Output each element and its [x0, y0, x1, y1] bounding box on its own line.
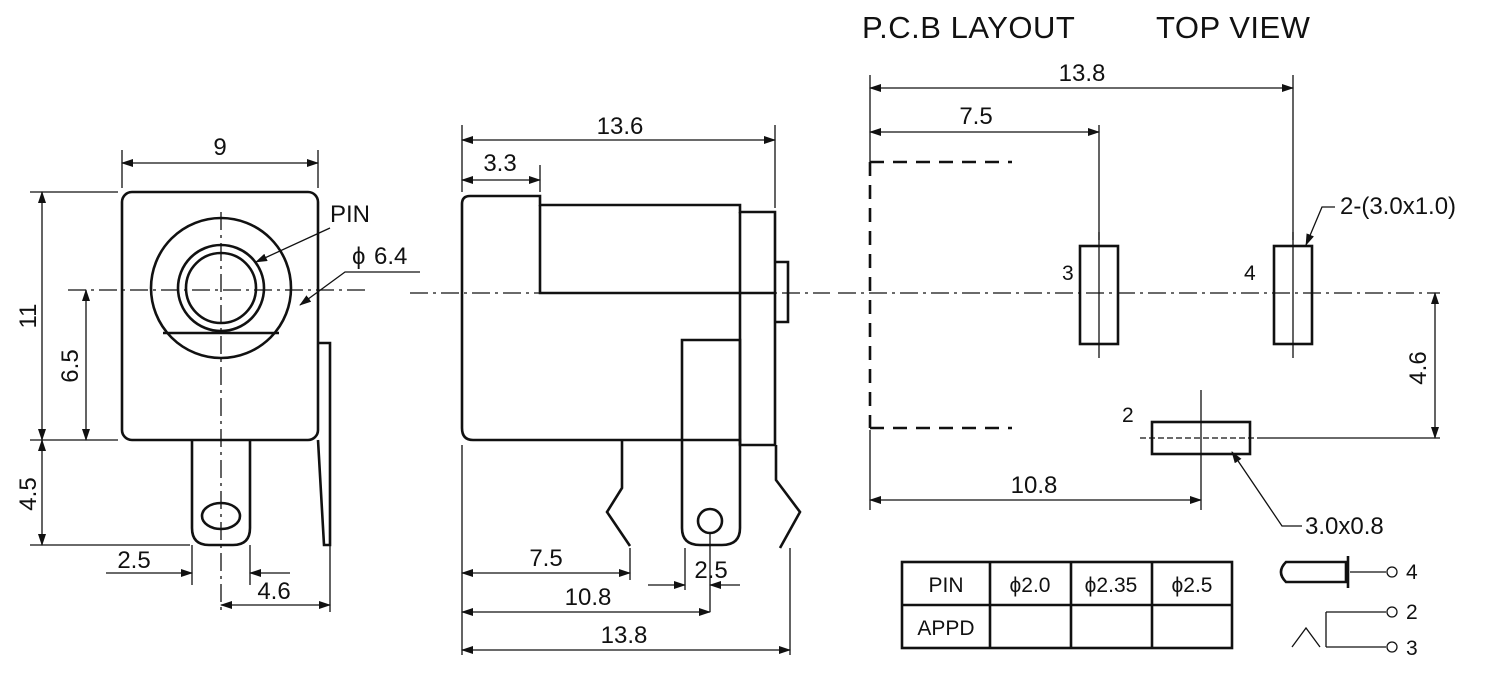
- front-body-outline: [120, 190, 320, 442]
- dim-7-5-pcb-text: 7.5: [959, 103, 992, 130]
- tab-hole: [200, 501, 242, 531]
- pad2-size-leader: [1231, 451, 1302, 527]
- pcb-layout-title: P.C.B LAYOUT: [862, 10, 1075, 45]
- table-cell: ϕ2.5: [1172, 574, 1213, 597]
- dim-10-8-side-text: 10.8: [565, 584, 612, 611]
- terminal-2-label: 2: [1406, 601, 1418, 624]
- terminal-2: [1386, 606, 1398, 618]
- dim-9-text: 9: [213, 134, 226, 161]
- plug-symbol: [1279, 560, 1348, 584]
- pad-center-v: [1098, 232, 1294, 358]
- ext-pcb-top: [869, 75, 1294, 240]
- table-col-dividers: [988, 562, 1154, 648]
- bore-dim-text: 6.4: [374, 243, 407, 270]
- pin-label: PIN: [330, 201, 370, 228]
- dim-7-5-side-text: 7.5: [529, 545, 562, 572]
- terminal-4-label: 4: [1406, 561, 1418, 584]
- dim-13-6-text: 13.6: [597, 113, 644, 140]
- jack-schematic: 4 2 3: [1279, 556, 1418, 660]
- bottom-pin-tab: [190, 440, 252, 547]
- dim-4-5-text: 4.5: [15, 477, 42, 510]
- side-pin: [316, 341, 332, 547]
- pcb-layout: 13.8 7.5 10.8 4.6 2-(3.0x1.0) 3.0x0.8 3 …: [838, 60, 1456, 540]
- dim-6-5-text: 6.5: [57, 349, 84, 382]
- pad-4-label: 4: [1244, 262, 1256, 285]
- side-view: 13.6 3.3 7.5 2.5 10.8 13.8: [410, 113, 830, 655]
- rear-nub: [775, 260, 790, 324]
- dim-13-8-side-text: 13.8: [601, 622, 648, 649]
- dim-13-8-pcb-text: 13.8: [1059, 60, 1106, 87]
- pad-size-leader: [1305, 206, 1335, 246]
- pad-3-label: 3: [1062, 262, 1074, 285]
- middle-pin-tab: [680, 338, 742, 547]
- terminal-4: [1386, 566, 1398, 578]
- left-pin: [605, 440, 632, 547]
- terminal-3: [1386, 641, 1398, 653]
- dim-2-5-front-text: 2.5: [117, 547, 150, 574]
- terminal-3-label: 3: [1406, 637, 1418, 660]
- pin-table: PIN ϕ2.0 ϕ2.35 ϕ2.5 APPD: [900, 560, 1234, 650]
- table-cell: ϕ2.35: [1085, 574, 1138, 597]
- table-cell: APPD: [917, 617, 974, 640]
- side-body-outline: [460, 194, 777, 447]
- pad-2-label: 2: [1122, 404, 1134, 427]
- dim-4-6-pcb-text: 4.6: [1405, 351, 1432, 384]
- table-cell: PIN: [928, 574, 963, 597]
- pin-leader: [255, 227, 331, 263]
- ext-bottom: [191, 545, 331, 612]
- middle-pin-hole: [696, 507, 724, 535]
- pad-size-note: 2-(3.0x1.0): [1340, 193, 1456, 220]
- top-view-title: TOP VIEW: [1156, 10, 1311, 45]
- diameter-symbol: ϕ: [352, 243, 365, 270]
- front-view: 9 11 6.5 4.5 2.5 4.6 PIN ϕ 6.4: [15, 134, 420, 612]
- switch-contact: [1291, 626, 1321, 648]
- wire-2: [1325, 611, 1386, 648]
- ext-width: [121, 150, 319, 188]
- pad2-size-note: 3.0x0.8: [1305, 513, 1384, 540]
- dim-2-5-side-text: 2.5: [694, 557, 727, 584]
- dim-11-text: 11: [15, 304, 42, 329]
- ext-side-bottom: [461, 445, 791, 655]
- dim-4-6-front-text: 4.6: [257, 578, 290, 605]
- table-cell: ϕ2.0: [1010, 574, 1051, 597]
- right-pin: [774, 445, 802, 549]
- inner-step: [538, 205, 775, 295]
- bore-leader: [299, 271, 420, 306]
- dim-3-3-text: 3.3: [483, 150, 516, 177]
- dim-10-8-pcb-text: 10.8: [1011, 472, 1058, 499]
- body-outline-dashed: [868, 160, 1012, 430]
